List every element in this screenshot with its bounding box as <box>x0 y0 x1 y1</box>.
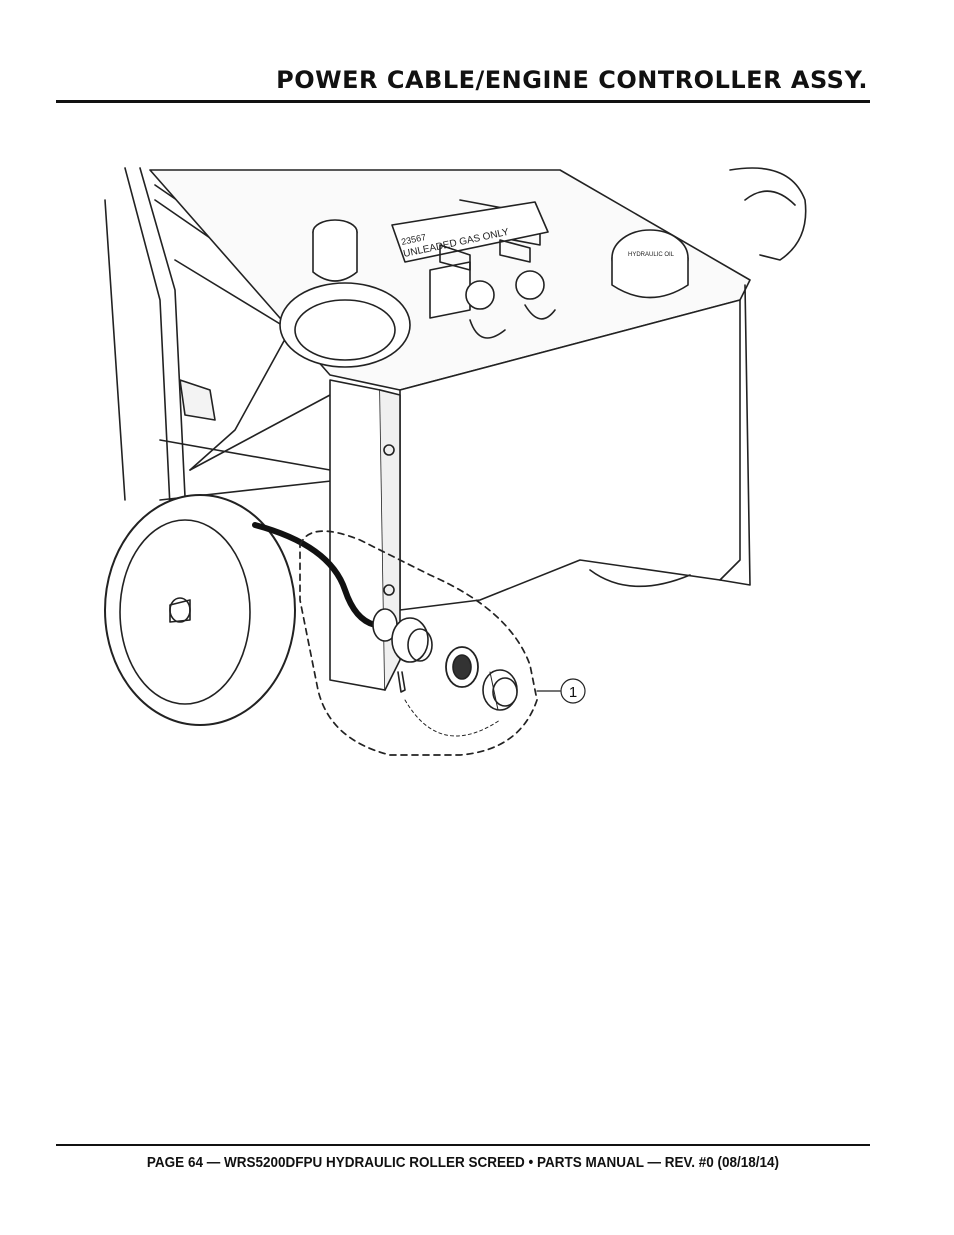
callout-group-outline <box>299 530 538 756</box>
tank-label: HYDRAULIC OIL <box>628 252 675 258</box>
headlamp <box>279 282 411 368</box>
footer-divider <box>56 1144 870 1146</box>
callout-1: 1 <box>536 678 586 704</box>
connector-assembly <box>372 608 518 737</box>
frame-right <box>729 167 807 261</box>
fuel-cap <box>312 219 358 282</box>
power-cable <box>252 522 378 628</box>
page-title: POWER CABLE/ENGINE CONTROLLER ASSY. <box>276 66 868 94</box>
page-footer: PAGE 64 — WRS5200DFPU HYDRAULIC ROLLER S… <box>146 1154 780 1171</box>
assembly-drawing: 23567 UNLEADED GAS ONLY HYDRAULIC OIL <box>104 167 807 756</box>
callout-number: 1 <box>569 684 577 701</box>
title-divider <box>56 100 870 103</box>
wheel <box>104 494 296 726</box>
post <box>329 379 401 691</box>
hydraulic-couplers <box>429 239 556 339</box>
hydraulic-oil-cap: HYDRAULIC OIL <box>611 229 689 299</box>
